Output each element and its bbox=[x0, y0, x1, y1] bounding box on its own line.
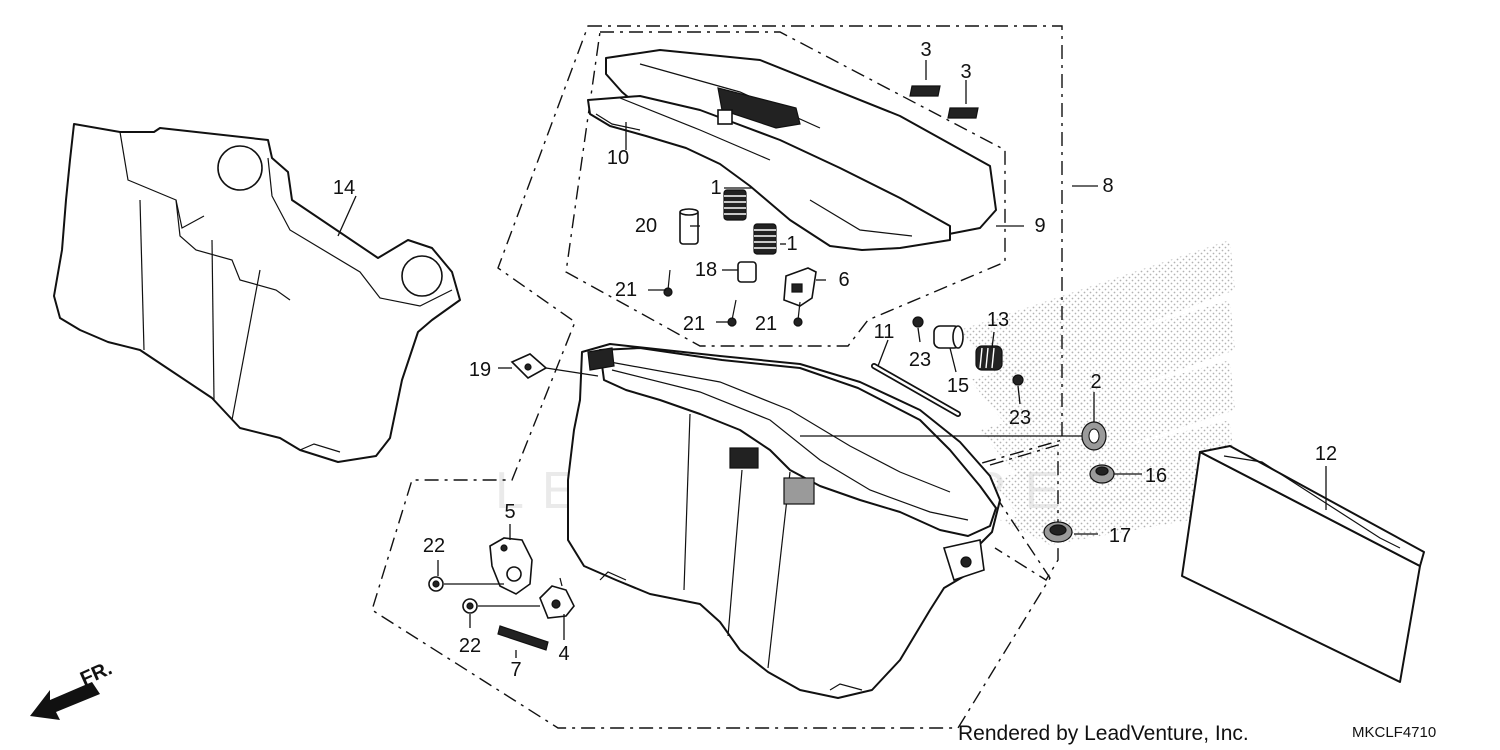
torsion-spring-part[interactable] bbox=[975, 345, 1003, 371]
bracket-part[interactable] bbox=[510, 353, 548, 379]
collar-small-part[interactable] bbox=[737, 261, 757, 283]
callout-3: 3 bbox=[920, 39, 931, 61]
oval-grommet-part[interactable] bbox=[1043, 521, 1073, 543]
small-spring-part[interactable] bbox=[497, 625, 549, 651]
callout-11: 11 bbox=[874, 321, 895, 343]
callout-9: 9 bbox=[1034, 215, 1045, 237]
callout-10: 10 bbox=[607, 147, 629, 169]
render-credit: Rendered by LeadVenture, Inc. bbox=[958, 722, 1249, 745]
callout-17: 17 bbox=[1109, 525, 1131, 547]
callout-22: 22 bbox=[423, 535, 445, 557]
hinge-rod-part[interactable] bbox=[871, 363, 961, 417]
callout-6: 6 bbox=[838, 269, 849, 291]
callout-8: 8 bbox=[1102, 175, 1113, 197]
front-label: FR. bbox=[77, 657, 115, 690]
callout-20: 20 bbox=[635, 215, 657, 237]
callout-16: 16 bbox=[1145, 465, 1167, 487]
screw-part[interactable] bbox=[663, 269, 803, 327]
lid-assembly-part[interactable] bbox=[587, 49, 997, 251]
callout-21: 21 bbox=[755, 313, 777, 335]
clip-part[interactable] bbox=[912, 316, 1024, 386]
assembly-8-boundary bbox=[371, 25, 1063, 729]
callout-13: 13 bbox=[987, 309, 1009, 331]
callout-21: 21 bbox=[615, 279, 637, 301]
callout-19: 19 bbox=[469, 359, 491, 381]
latch-cam-part[interactable] bbox=[539, 577, 575, 619]
leader-lines bbox=[337, 60, 1327, 658]
callout-1: 1 bbox=[710, 177, 721, 199]
hinge-subgroup-boundary bbox=[989, 444, 1059, 581]
rubber-plug-part[interactable] bbox=[1089, 464, 1115, 484]
callout-4: 4 bbox=[558, 643, 569, 665]
bushing-part[interactable] bbox=[933, 325, 964, 349]
latch-base-part[interactable] bbox=[489, 537, 533, 595]
pad-part[interactable] bbox=[1181, 445, 1425, 683]
callout-7: 7 bbox=[510, 659, 521, 681]
callout-18: 18 bbox=[695, 259, 717, 281]
callout-22: 22 bbox=[459, 635, 481, 657]
front-direction-arrow: FR. bbox=[30, 657, 115, 720]
sticker-part[interactable] bbox=[909, 85, 979, 119]
callout-12: 12 bbox=[1315, 443, 1337, 465]
callout-labels: 14 10 3 3 8 9 1 1 20 18 6 21 21 21 11 23… bbox=[333, 39, 1337, 681]
callout-2: 2 bbox=[1090, 371, 1101, 393]
diagram-code: MKCLF4710 bbox=[1352, 724, 1436, 741]
saddlebag-body-part[interactable] bbox=[567, 343, 1001, 699]
callout-1: 1 bbox=[786, 233, 797, 255]
spring-part[interactable] bbox=[723, 189, 777, 255]
latch-plate-part[interactable] bbox=[783, 267, 817, 307]
callout-23: 23 bbox=[909, 349, 931, 371]
callout-5: 5 bbox=[504, 501, 515, 523]
callout-15: 15 bbox=[947, 375, 969, 397]
inner-liner-part[interactable] bbox=[53, 123, 461, 463]
collar-part[interactable] bbox=[679, 208, 699, 245]
callout-23: 23 bbox=[1009, 407, 1031, 429]
screw-part[interactable] bbox=[428, 576, 478, 614]
callout-14: 14 bbox=[333, 177, 355, 199]
callout-21: 21 bbox=[683, 313, 705, 335]
callout-3: 3 bbox=[960, 61, 971, 83]
grommet-part[interactable] bbox=[1081, 421, 1107, 451]
assembly-9-boundary bbox=[565, 31, 1006, 347]
